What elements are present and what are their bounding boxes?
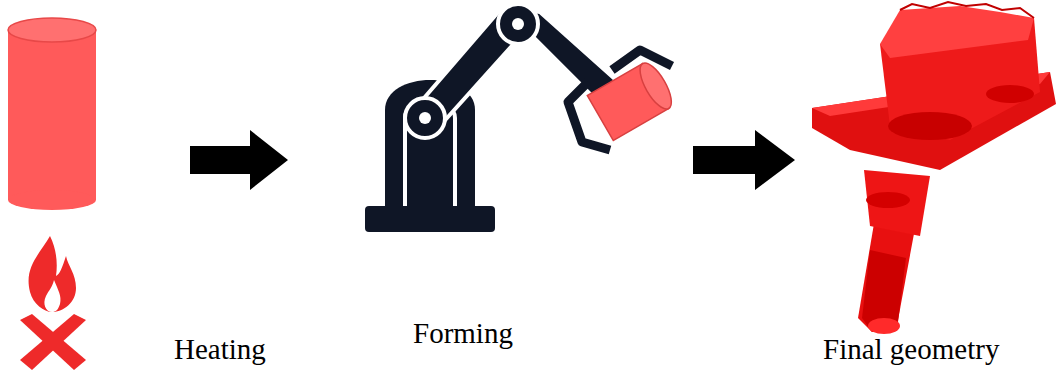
billet: [8, 18, 96, 210]
forged-part: [812, 2, 1056, 334]
step-label: Forming: [413, 318, 513, 350]
robot-arm: [365, 4, 677, 232]
process-arrow: [190, 130, 288, 190]
process-arrow: [693, 130, 795, 190]
step-label: Heating: [174, 334, 266, 366]
fire-icon: [20, 236, 86, 370]
step-label: Final geometry: [823, 334, 999, 366]
